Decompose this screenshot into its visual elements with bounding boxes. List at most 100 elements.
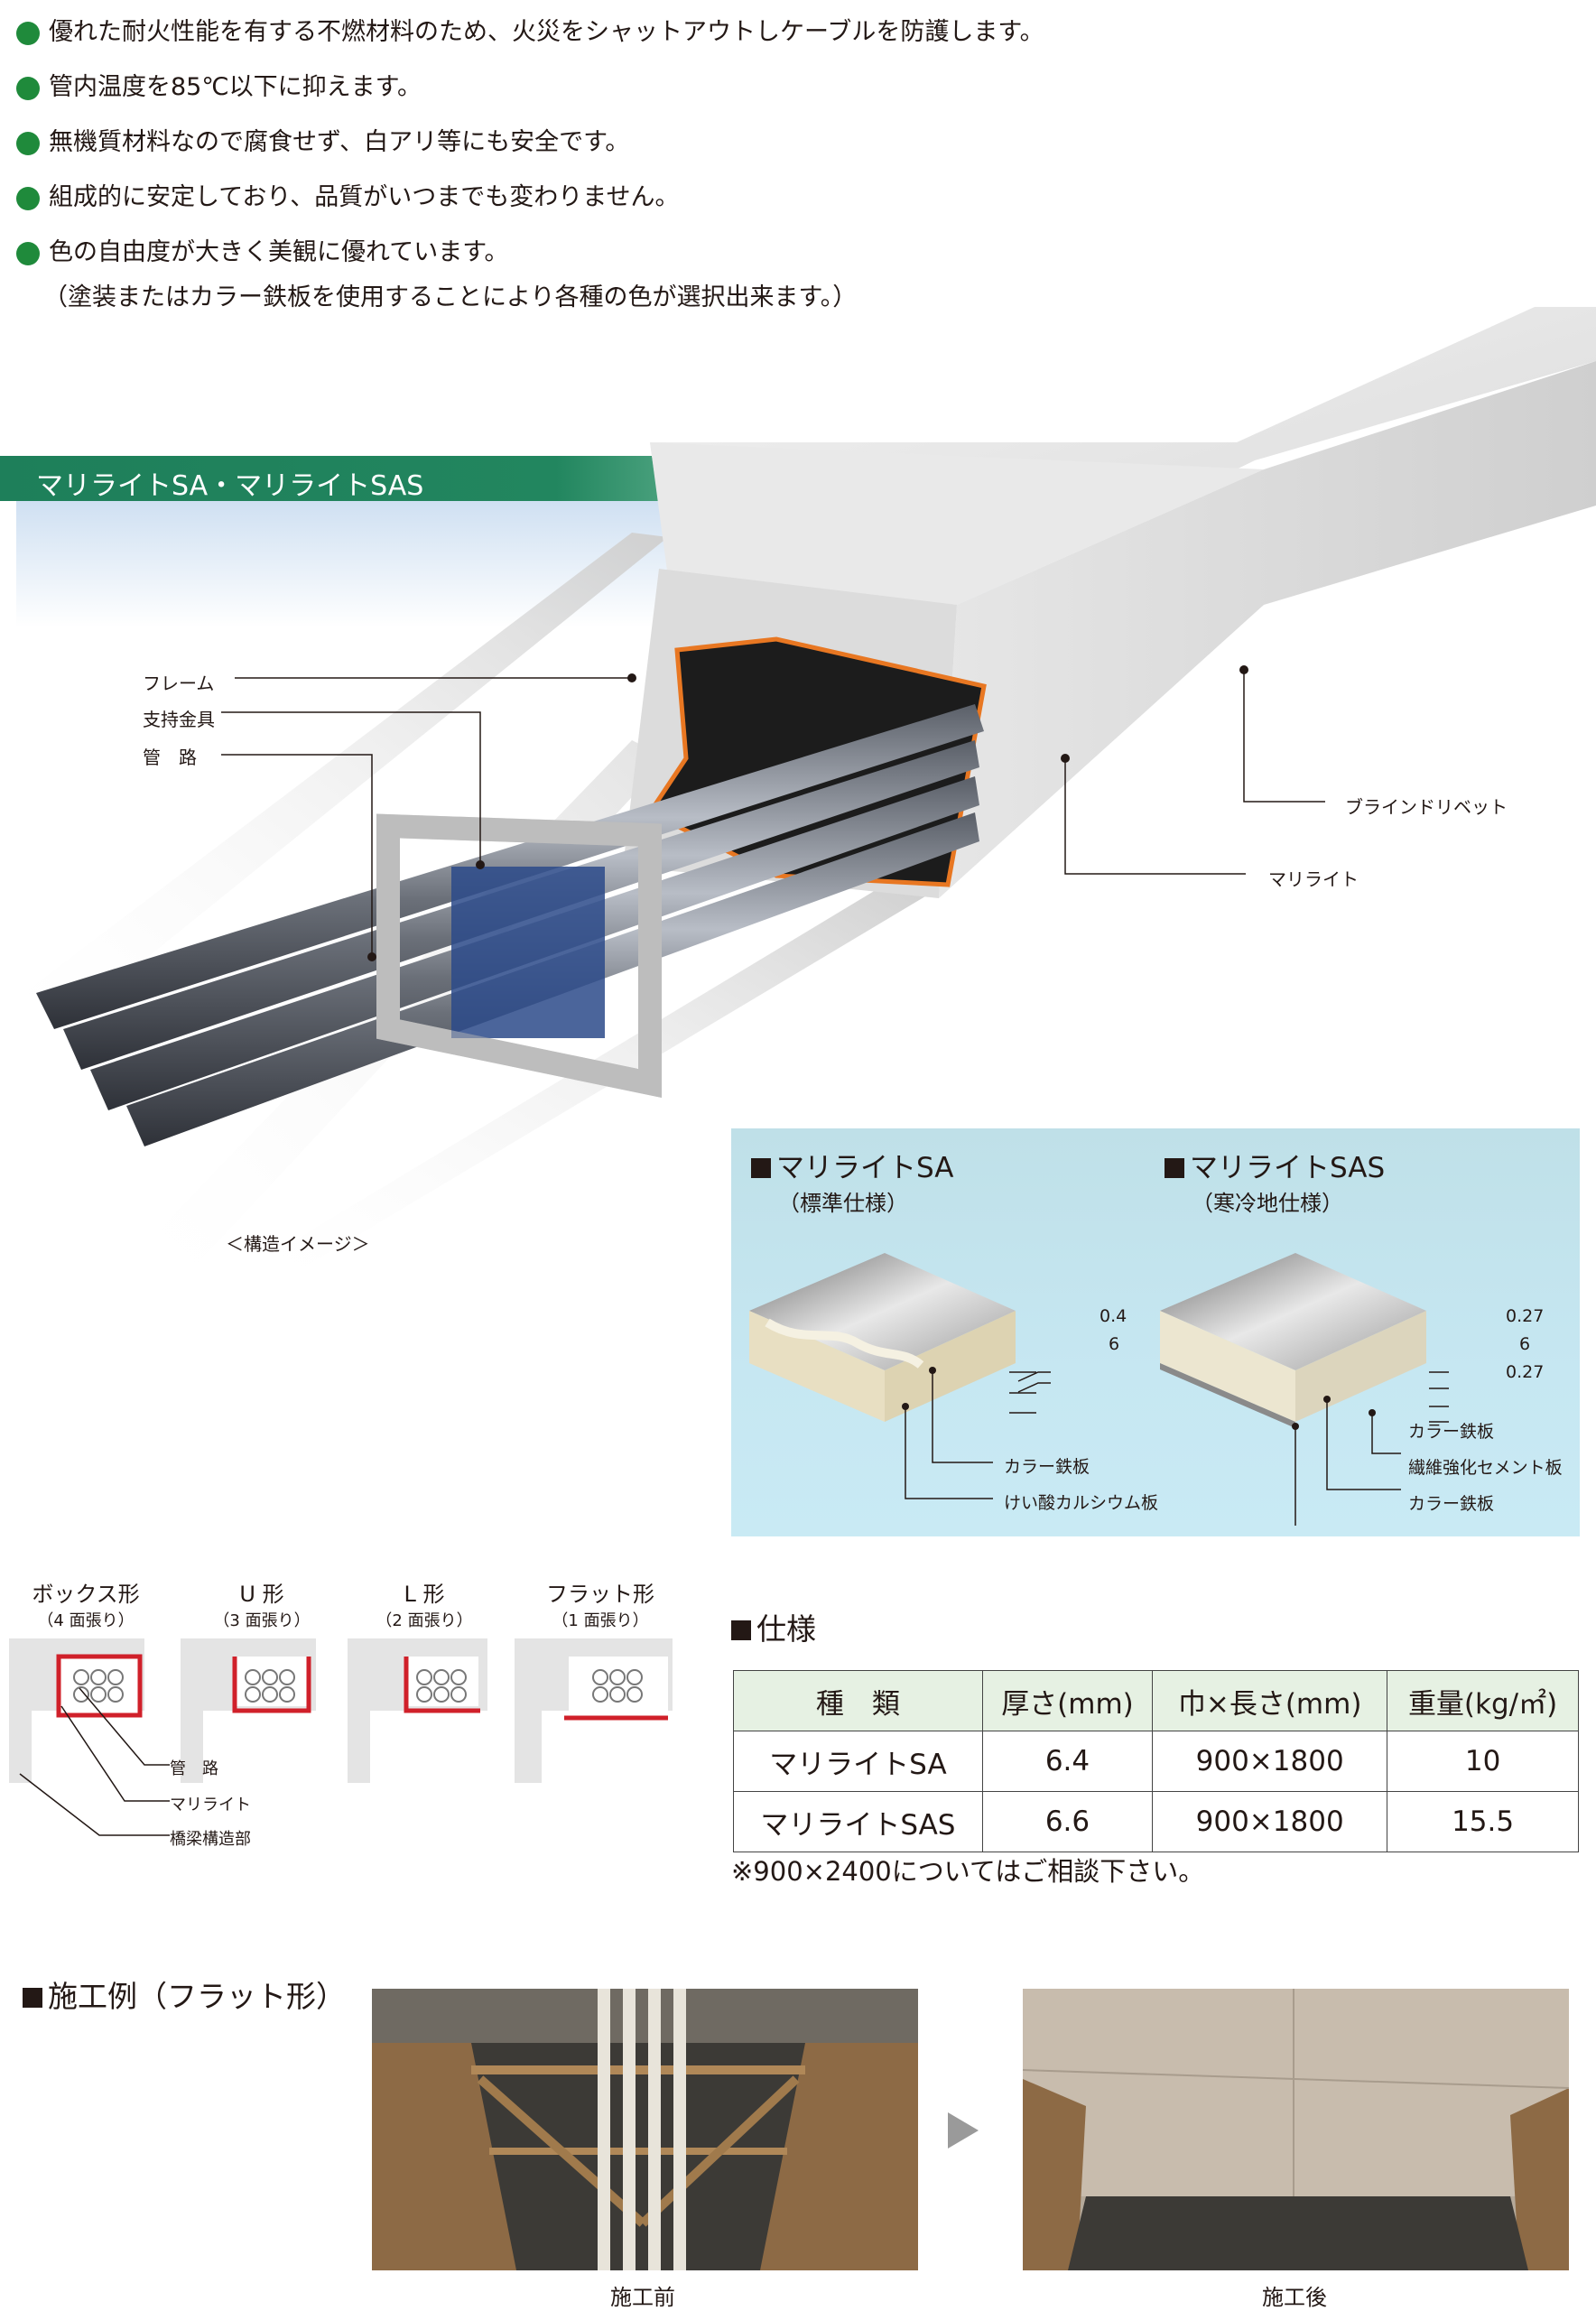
l-shape-frame (404, 1657, 480, 1713)
table-header-row: 種 類 厚さ(mm) 巾×長さ(mm) 重量(kg/㎡) (733, 1670, 1579, 1731)
table-cell: 6.4 (981, 1731, 1154, 1792)
duct-top-face-front (650, 442, 1264, 605)
structure-illustration (0, 307, 1596, 1282)
feature-list: 優れた耐火性能を有する不燃材料のため、火災をシャットアウトしケーブルを防護します… (16, 16, 1100, 311)
shape-l-sub: （2 面張り） (376, 1611, 473, 1630)
leader-marilite (1064, 758, 1246, 875)
table-cell: 15.5 (1387, 1791, 1579, 1852)
shape-label-marilite: マリライト (170, 1796, 251, 1814)
shape-diagrams (9, 1638, 673, 1836)
table-cell: 10 (1387, 1731, 1579, 1792)
feature-item: 管内温度を85℃以下に抑えます。 (16, 71, 1100, 126)
label-pipe: 管 路 (143, 747, 197, 768)
table-cell: 6.6 (981, 1791, 1154, 1852)
feature-item: 優れた耐火性能を有する不燃材料のため、火災をシャットアウトしケーブルを防護します… (16, 16, 1100, 71)
leader-bracket (221, 711, 481, 865)
leader-sas-steel-top (1371, 1413, 1401, 1454)
table-header: 巾×長さ(mm) (1152, 1670, 1388, 1731)
spec-title: 仕様 (731, 1605, 816, 1648)
arrow-right-icon (948, 2112, 979, 2149)
sa-title: マリライトSA (751, 1145, 953, 1185)
table-header: 種 類 (733, 1670, 983, 1731)
shape-label-bridge: 橋梁構造部 (170, 1830, 251, 1849)
support-bracket (451, 867, 605, 1038)
sa-subtitle: （標準仕様） (778, 1191, 908, 1216)
sas-cement-right (1295, 1311, 1426, 1422)
shape-l-title: L 形 (404, 1582, 445, 1607)
label-marilite: マリライト (1268, 868, 1359, 890)
sas-dim-bottom: 0.27 (1506, 1362, 1545, 1382)
leader-shape-pipe (79, 1687, 170, 1766)
leader-pipe (221, 754, 373, 957)
feature-item: 無機質材料なので腐食せず、白アリ等にも安全です。 (16, 126, 1100, 181)
leader-rivet (1243, 670, 1325, 803)
photo-before (372, 1989, 918, 2270)
shape-box-title: ボックス形 (32, 1582, 140, 1607)
feature-sub-note: （塗装またはカラー鉄板を使用することにより各種の色が選択出来ます。） (43, 283, 858, 311)
sas-title: マリライトSAS (1165, 1145, 1385, 1185)
sa-calcium-left (749, 1311, 885, 1422)
photo-after (1023, 1989, 1569, 2270)
square-icon (1165, 1158, 1184, 1178)
u-shape-frame (232, 1657, 311, 1713)
leader-shape-marilite (60, 1705, 170, 1802)
sas-layer-steel-bottom: カラー鉄板 (1408, 1494, 1495, 1514)
square-icon (23, 1988, 42, 2008)
shape-flat-title: フラット形 (546, 1582, 654, 1607)
spec-note: ※900×2400についてはご相談下さい。 (731, 1856, 1205, 1887)
bullet-icon (16, 132, 40, 155)
table-cell: マリライトSAS (733, 1791, 983, 1852)
example-title: 施工例（フラット形） (23, 1972, 346, 2016)
leader-sas-cement (1326, 1399, 1401, 1490)
square-icon (751, 1158, 771, 1178)
caption-after: 施工後 (1262, 2285, 1327, 2310)
bullet-icon (16, 22, 40, 45)
sas-steel-top (1160, 1253, 1426, 1370)
shape-u-title: U 形 (239, 1582, 284, 1607)
table-header: 厚さ(mm) (981, 1670, 1154, 1731)
frame-rail-upper (0, 533, 668, 1047)
bullet-icon (16, 187, 40, 210)
table-cell: 900×1800 (1152, 1791, 1388, 1852)
sas-subtitle: （寒冷地仕様） (1192, 1191, 1343, 1216)
table-row: マリライトSAS 6.6 900×1800 15.5 (733, 1791, 1579, 1852)
sa-steel-top (749, 1253, 1016, 1370)
leader-sa-steel (932, 1370, 993, 1463)
feature-item: 色の自由度が大きく美観に優れています。 （塗装またはカラー鉄板を使用することによ… (16, 237, 1100, 311)
caption-before: 施工前 (610, 2285, 675, 2310)
sas-steel-bottom (1160, 1363, 1295, 1428)
bullet-icon (16, 242, 40, 265)
bullet-icon (16, 77, 40, 100)
structure-caption: ＜構造イメージ＞ (226, 1233, 370, 1255)
box-shape-frame (56, 1654, 143, 1718)
square-icon (731, 1620, 751, 1640)
shape-u-sub: （3 面張り） (213, 1611, 311, 1630)
shape-label-pipe: 管 路 (170, 1759, 218, 1778)
duct-side-face (939, 361, 1596, 898)
sas-dim-top: 0.27 (1506, 1306, 1545, 1326)
table-cell: マリライトSA (733, 1731, 983, 1792)
sas-layer-cement: 繊維強化セメント板 (1408, 1458, 1563, 1478)
feature-item: 組成的に安定しており、品質がいつまでも変わりません。 (16, 181, 1100, 237)
sas-dim-core: 6 (1519, 1334, 1531, 1354)
sas-cement-left (1160, 1311, 1295, 1422)
table-row: マリライトSA 6.4 900×1800 10 (733, 1731, 1579, 1792)
sas-layer-steel-top: カラー鉄板 (1408, 1422, 1495, 1442)
table-cell: 900×1800 (1152, 1731, 1388, 1792)
frame-rail-lower (226, 885, 930, 1282)
material-cross-sections (749, 1253, 1449, 1526)
sa-layer-steel: カラー鉄板 (1004, 1457, 1090, 1477)
label-frame: フレーム (143, 673, 215, 694)
leader-sa-calcium (905, 1406, 993, 1499)
shape-box-sub: （4 面張り） (37, 1611, 135, 1630)
banner-title: マリライトSA・マリライトSAS (36, 470, 424, 502)
shape-flat-sub: （1 面張り） (552, 1611, 649, 1630)
sa-dim-core: 6 (1109, 1334, 1120, 1354)
sa-layer-calcium: けい酸カルシウム板 (1004, 1493, 1159, 1513)
sa-calcium-right (885, 1311, 1016, 1422)
table-header: 重量(kg/㎡) (1387, 1670, 1579, 1731)
sa-dim-steel: 0.4 (1100, 1306, 1127, 1326)
label-bracket: 支持金具 (143, 709, 215, 730)
spec-table: 種 類 厚さ(mm) 巾×長さ(mm) 重量(kg/㎡) マリライトSA 6.4… (733, 1670, 1579, 1852)
leader-shape-bridge (19, 1773, 170, 1836)
